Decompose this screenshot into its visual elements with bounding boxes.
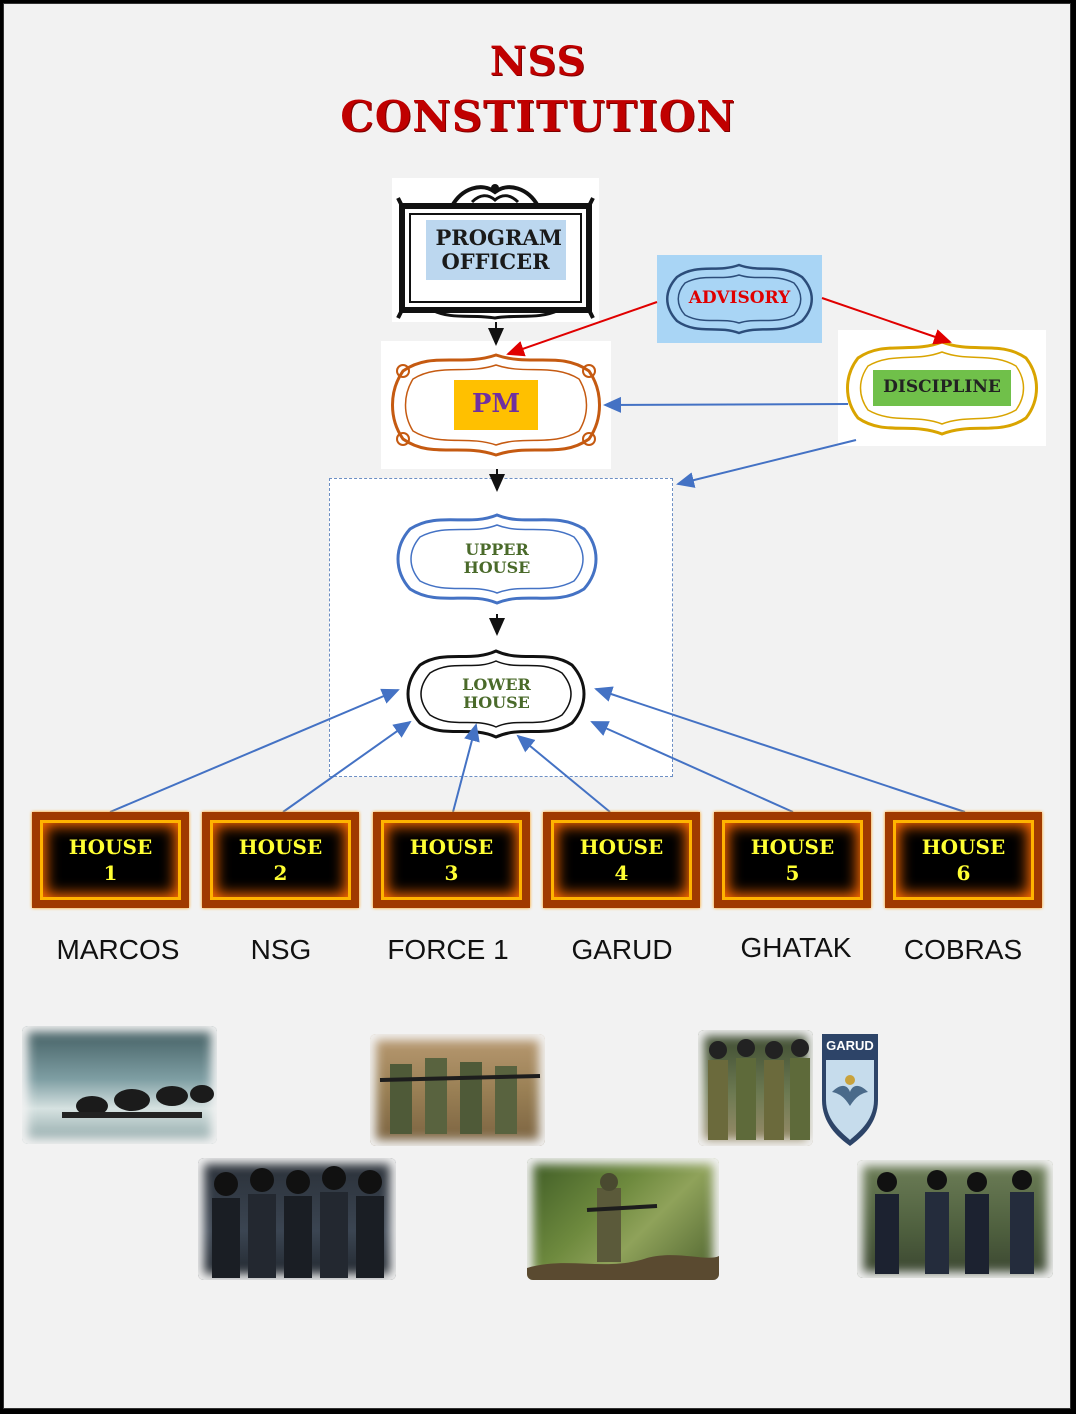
garud-badge: GARUD <box>818 1030 882 1148</box>
program-officer-node: PROGRAM OFFICER <box>392 178 599 322</box>
ornate-frame-icon <box>396 184 595 320</box>
arrow-house3-to-lower <box>452 723 480 813</box>
pm-node: PM <box>381 341 611 469</box>
house-number: 5 <box>785 861 800 885</box>
house-number: 3 <box>444 861 459 885</box>
title-line-2: CONSTITUTION <box>340 92 736 141</box>
arrow-house2-to-lower <box>282 720 412 813</box>
house-label: HOUSE <box>68 835 153 859</box>
soldiers-icon <box>62 1085 214 1118</box>
arrow-discipline-to-box <box>676 439 857 488</box>
advisory-node: ADVISORY <box>657 255 822 343</box>
house-label: HOUSE <box>238 835 323 859</box>
ornate-frame-icon <box>396 513 598 605</box>
ghatak-photo <box>527 1158 719 1280</box>
garud-badge-icon <box>822 1034 878 1146</box>
house-number: 2 <box>273 861 288 885</box>
house-3-name: FORCE 1 <box>387 934 509 965</box>
garud-badge-text: GARUD <box>826 1038 874 1053</box>
arrow-house1-to-lower <box>109 688 400 813</box>
lower-house-node: LOWER HOUSE <box>400 643 593 745</box>
soldiers-icon <box>212 1166 384 1278</box>
arrow-discipline-to-pm <box>603 396 849 413</box>
ornate-frame-icon <box>391 353 601 457</box>
advisory-label: ADVISORY <box>688 288 791 309</box>
lower-house-label: LOWER HOUSE <box>462 674 531 712</box>
house-6-name: COBRAS <box>903 934 1023 965</box>
house-label: HOUSE <box>921 835 1006 859</box>
arrow-house6-to-lower <box>594 686 966 813</box>
arrow-advisory-to-pm <box>506 301 658 357</box>
house-number: 1 <box>103 861 118 885</box>
arrow-advisory-to-discipline <box>821 297 952 345</box>
pm-label: PM <box>453 380 539 430</box>
soldiers-icon <box>527 1173 719 1280</box>
discipline-node: DISCIPLINE <box>838 330 1046 446</box>
house-label: HOUSE <box>579 835 664 859</box>
soldiers-icon <box>379 1058 541 1134</box>
upper-house-label: UPPER HOUSE <box>463 539 531 577</box>
ornate-frame-icon <box>666 263 813 335</box>
force1-photo <box>370 1034 545 1146</box>
house-5-name: GHATAK <box>740 932 852 963</box>
house-1-name: MARCOS <box>56 934 180 965</box>
marcos-photo <box>22 1026 217 1144</box>
house-label: HOUSE <box>409 835 494 859</box>
house-4-name: GARUD <box>571 934 673 965</box>
upper-house-node: UPPER HOUSE <box>388 505 606 613</box>
house-2-name: NSG <box>250 934 312 965</box>
soldiers-icon <box>708 1039 810 1140</box>
title-line-1: NSS <box>489 38 587 85</box>
ornate-frame-icon <box>406 649 586 739</box>
house-number: 6 <box>956 861 971 885</box>
house-label: HOUSE <box>750 835 835 859</box>
discipline-label: DISCIPLINE <box>873 370 1011 406</box>
garud-photo <box>698 1030 813 1146</box>
arrow-house5-to-lower <box>590 721 794 813</box>
cobras-photo <box>857 1160 1053 1278</box>
nsg-photo <box>198 1158 396 1280</box>
arrow-house4-to-lower <box>516 734 611 813</box>
house-number: 4 <box>614 861 629 885</box>
soldiers-icon <box>875 1170 1034 1274</box>
program-officer-label: PROGRAM OFFICER <box>425 219 566 281</box>
